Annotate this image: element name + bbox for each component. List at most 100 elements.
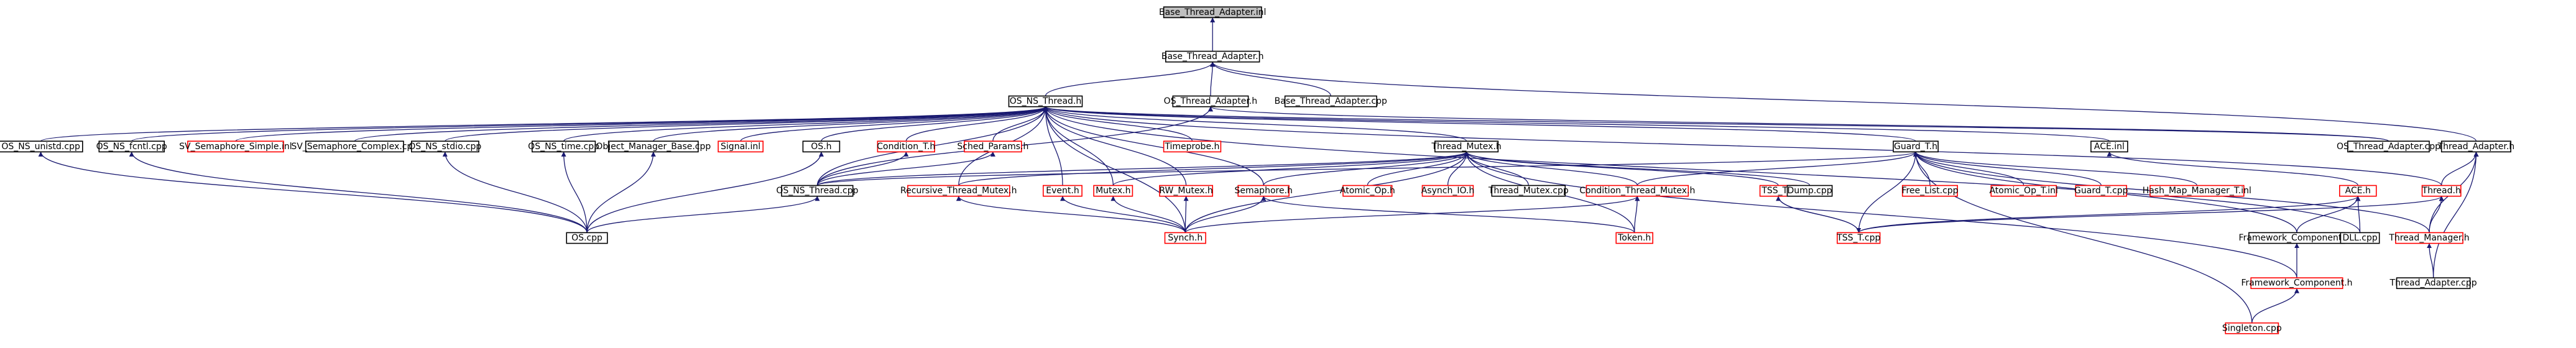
file-node[interactable]: Framework_Component.h	[2241, 277, 2353, 290]
node-label: RW_Mutex.h	[1159, 186, 1212, 196]
node-box	[2090, 140, 2128, 153]
file-node[interactable]: Recursive_Thread_Mutex.h	[900, 185, 1017, 197]
file-node[interactable]: SV_Semaphore_Simple.inl	[179, 140, 292, 153]
file-node[interactable]: RW_Mutex.h	[1159, 185, 1213, 197]
file-node[interactable]: OS_NS_Thread.cpp	[776, 185, 859, 197]
file-node[interactable]: OS.cpp	[566, 232, 608, 244]
node-box	[531, 140, 596, 153]
file-node[interactable]: DLL.cpp	[2340, 232, 2380, 244]
node-label: Timeprobe.h	[1164, 142, 1219, 152]
file-node[interactable]: Event.h	[1043, 185, 1083, 197]
file-node[interactable]: Singleton.cpp	[2222, 322, 2282, 334]
node-label: Recursive_Thread_Mutex.h	[900, 186, 1017, 196]
node-label: Sched_Params.h	[957, 142, 1028, 152]
node-label: Condition_T.h	[877, 142, 935, 152]
edge-n22-to-n18	[816, 151, 1918, 186]
node-label: TSS_T.cpp	[1836, 233, 1880, 243]
file-node[interactable]: Guard_T.h	[1893, 140, 1939, 153]
file-node[interactable]: Semaphore.h	[1234, 185, 1293, 197]
file-node[interactable]: Asynch_IO.h	[1421, 185, 1475, 197]
file-node[interactable]: Condition_T.h	[877, 140, 935, 153]
node-label: Thread_Adapter.h	[2437, 142, 2515, 152]
file-node[interactable]: Free_List.cpp	[1901, 185, 1959, 197]
file-node[interactable]: Thread_Adapter.h	[2437, 140, 2515, 153]
node-box	[2340, 232, 2380, 244]
edge-n4-to-n1	[1210, 62, 1331, 96]
edge-n38-to-n19	[2107, 151, 2358, 186]
file-node[interactable]: Base_Thread_Adapter.inl	[1159, 6, 1266, 19]
node-box	[1164, 232, 1206, 244]
node-label: Semaphore.h	[1234, 186, 1292, 196]
file-node[interactable]: Thread_Manager.h	[2388, 232, 2470, 244]
node-box	[1093, 185, 1133, 197]
file-node[interactable]: OS_NS_time.cpp	[528, 140, 599, 153]
edge-n16-to-n2	[1043, 106, 1193, 142]
file-node[interactable]: OS_NS_unistd.cpp	[0, 140, 83, 153]
file-node[interactable]: Thread_Mutex.cpp	[1488, 185, 1569, 197]
file-node[interactable]: OS_Thread_Adapter.cpp	[2337, 140, 2440, 153]
edge-n17-to-n2	[1043, 106, 1467, 142]
file-node[interactable]: OS_NS_Thread.h	[1008, 95, 1083, 108]
file-node[interactable]: Atomic_Op.h	[1340, 185, 1395, 197]
file-node[interactable]: OS_Thread_Adapter.h	[1164, 95, 1257, 108]
file-node[interactable]: Sched_Params.h	[957, 140, 1028, 153]
edge-n43-to-n18	[1858, 151, 1918, 233]
node-box	[187, 140, 284, 153]
node-box	[907, 185, 1010, 197]
edge-n40-to-n11	[586, 151, 656, 233]
edge-n30-to-n17	[1464, 151, 1529, 186]
node-label: Event.h	[1046, 186, 1079, 196]
file-node[interactable]: Object_Manager_Base.cpp	[596, 140, 711, 153]
edge-n6-to-n2	[131, 106, 1048, 142]
file-node[interactable]: OS_NS_stdio.cpp	[409, 140, 481, 153]
file-node[interactable]: OS_NS_fcntl.cpp	[96, 140, 167, 153]
file-node[interactable]: Token.h	[1615, 232, 1653, 244]
edge-n37-to-n18	[1913, 151, 2197, 186]
node-box	[1163, 140, 1222, 153]
edge-n39-to-n21	[2441, 151, 2479, 186]
file-node[interactable]: Thread.h	[2422, 185, 2462, 197]
node-label: OS.cpp	[571, 233, 602, 243]
file-node[interactable]: Mutex.h	[1093, 185, 1133, 197]
file-node[interactable]: Condition_Thread_Mutex.h	[1579, 185, 1695, 197]
file-node[interactable]: OS.h	[802, 140, 841, 153]
edge-n41-to-n17	[1184, 151, 1469, 233]
file-node[interactable]: Atomic_Op_T.inl	[1989, 185, 2058, 197]
node-box	[1008, 95, 1083, 108]
node-label: Thread_Manager.h	[2388, 233, 2469, 243]
file-node[interactable]: Synch.h	[1164, 232, 1206, 244]
file-node[interactable]: Dump.cpp	[1786, 185, 1833, 197]
edge-n15-to-n2	[992, 106, 1048, 142]
edge-n31-to-n18	[1637, 151, 1918, 186]
node-label: Base_Thread_Adapter.inl	[1159, 7, 1266, 17]
edge-n44-to-n38	[2296, 196, 2361, 233]
file-node[interactable]: Signal.inl	[718, 140, 764, 153]
edge-n7-to-n2	[235, 106, 1048, 142]
file-node[interactable]: SV_Semaphore_Complex.cpp	[291, 140, 418, 153]
file-node[interactable]: Timeprobe.h	[1163, 140, 1222, 153]
node-box	[0, 140, 83, 153]
file-node[interactable]: Base_Thread_Adapter.cpp	[1275, 95, 1387, 108]
edge-n40-to-n6	[129, 151, 588, 233]
file-node[interactable]: ACE.h	[2339, 185, 2377, 197]
node-label: OS_NS_fcntl.cpp	[96, 142, 167, 152]
edge-n28-to-n17	[1367, 151, 1469, 186]
file-node[interactable]: Thread_Mutex.h	[1431, 140, 1502, 153]
node-label: OS_NS_Thread.cpp	[776, 186, 858, 196]
edge-n8-to-n2	[354, 106, 1048, 142]
edge-n48-to-n21	[2432, 151, 2479, 278]
file-node[interactable]: ACE.inl	[2090, 140, 2128, 153]
node-label: OS.h	[811, 142, 831, 152]
node-box	[410, 140, 479, 153]
file-node[interactable]: Framework_Component.inl	[2239, 232, 2355, 244]
node-label: Free_List.cpp	[1901, 186, 1958, 196]
file-node[interactable]: Hash_Map_Manager_T.inl	[2143, 185, 2251, 197]
file-node[interactable]: Base_Thread_Adapter.h	[1161, 50, 1264, 63]
file-node[interactable]: Guard_T.cpp	[2074, 185, 2128, 197]
file-node[interactable]: TSS_T.cpp	[1836, 232, 1880, 244]
edge-n31-to-n17	[1464, 151, 1638, 186]
node-label: Signal.inl	[721, 142, 760, 152]
edge-n40-to-n22	[586, 196, 820, 233]
file-node[interactable]: Thread_Adapter.cpp	[2389, 277, 2477, 290]
